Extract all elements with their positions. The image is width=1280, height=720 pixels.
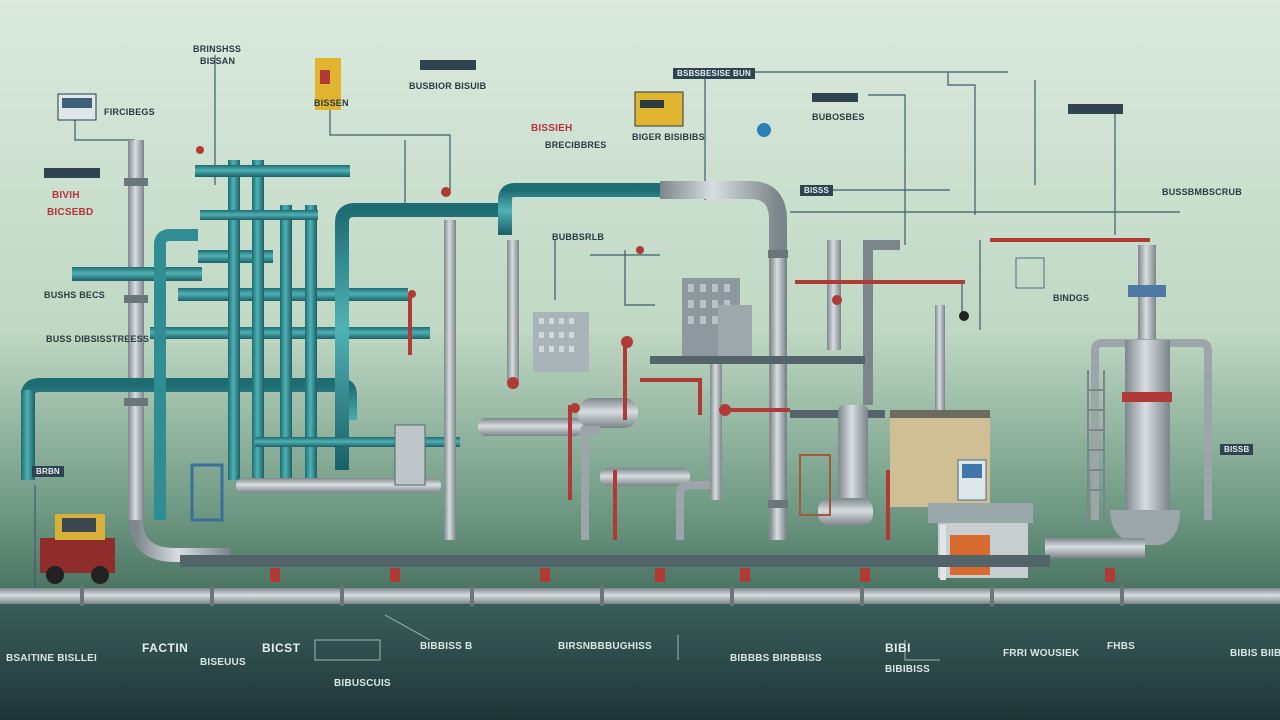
label-top-center-left: BRINSHSS [193, 44, 242, 54]
label-left-pipe-caption: BUSS DIBSISSTREESS [46, 334, 150, 344]
red-pipework [408, 238, 1150, 540]
label-left-mid-red: BIVIH [52, 190, 80, 201]
bottom-label-3: BISEUUS [200, 657, 246, 668]
vehicle [40, 514, 115, 584]
pump-house [928, 503, 1033, 580]
label-right-small-tag: BISSS [800, 185, 834, 196]
bottom-label-5: BIBUSCUIS [334, 678, 391, 689]
bottom-annotations [314, 614, 940, 661]
bottom-label-8: BIBBBS BIRBBISS [730, 653, 822, 664]
label-mid-caption-a: BUSBIOR BISUIB [409, 81, 487, 91]
label-far-right: BISSB [1220, 444, 1254, 455]
ground-background [0, 600, 1280, 720]
label-yellow-sign-caption: BIGER BISIBIBS [632, 132, 705, 142]
bottom-label-12: FHBS [1107, 641, 1136, 652]
grey-overhead-pipe [444, 181, 945, 540]
right-vessel [1045, 245, 1212, 558]
label-mid-red-title: BISSIEH [531, 123, 573, 134]
label-left-top-small: FIRCIBEGS [104, 107, 155, 117]
label-mid-caption-c: BUBBSRLB [552, 232, 605, 242]
bottom-label-10: BIBIBISS [885, 664, 930, 675]
label-mid-caption-b: BRECIBBRES [545, 140, 607, 150]
background-buildings [533, 278, 990, 507]
bottom-label-13: BIBIS BIIBB [1230, 648, 1280, 659]
label-right-tag: BINDGS [1053, 293, 1090, 303]
label-left-lower-tag: BRBN [32, 466, 64, 477]
signs [44, 58, 1123, 321]
label-left-mid-red-sub: BICSEBD [47, 207, 94, 218]
label-left-list: BUSHS BECS [44, 290, 106, 300]
process-equipment [190, 356, 885, 540]
bottom-label-6: BIBBISS B [420, 641, 473, 652]
bottom-label-4: BICST [262, 641, 301, 655]
bottom-label-7: BIRSNBBBUGHISS [558, 641, 652, 652]
valves [196, 146, 842, 416]
teal-pipe-cluster [21, 160, 680, 520]
bottom-label-2: FACTIN [142, 641, 189, 655]
left-grey-column [124, 140, 230, 562]
label-sign-left-caption: BISSEN [314, 98, 349, 108]
bottom-label-11: FRRI WOUSIEK [1003, 648, 1080, 659]
bottom-label-1: BSAITINE BISLLEI [6, 653, 97, 664]
label-top-sub: BISSAN [200, 56, 236, 66]
label-right-header: BUSSBMBSCRUB [1162, 187, 1242, 197]
label-top-right-box-b: BUBOSBES [812, 112, 865, 122]
main-ground-pipeline [0, 555, 1280, 606]
label-top-right-box-a: BSBSBESISE BUN [673, 68, 755, 79]
bottom-label-9: BIBI [885, 641, 911, 655]
